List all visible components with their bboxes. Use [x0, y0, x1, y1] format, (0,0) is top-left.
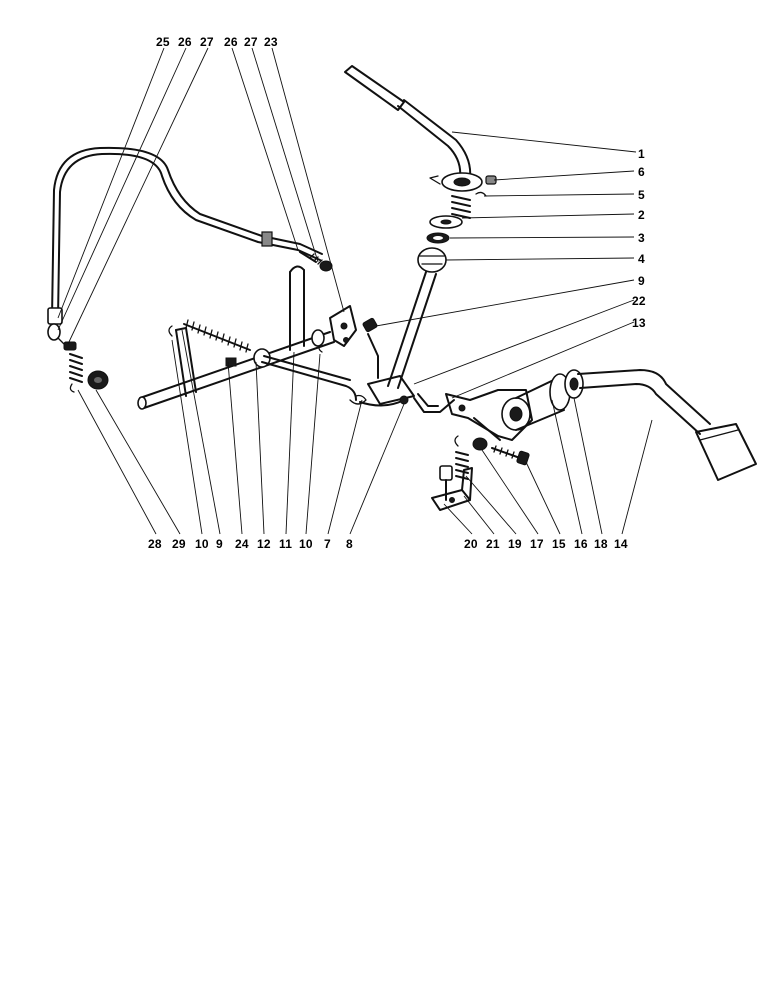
vertical-arm-part: [289, 265, 305, 351]
callout-13: 13: [632, 316, 646, 330]
callout-22: 22: [632, 294, 646, 308]
bracket-23: [329, 305, 357, 347]
nut-29: [87, 370, 109, 390]
tension-spring-24: [183, 319, 251, 353]
callout-26: 26: [178, 35, 192, 49]
cable-end-fitting-left: [47, 323, 77, 351]
clip-12: [225, 357, 237, 367]
anchor-bracket-21: [431, 467, 473, 511]
callout-29: 29: [172, 537, 186, 551]
callout-15: 15: [552, 537, 566, 551]
throttle-cable-part: [47, 146, 323, 325]
callout-10: 10: [299, 537, 313, 551]
callout-1: 1: [638, 147, 645, 161]
callout-24: 24: [235, 537, 249, 551]
callout-4: 4: [638, 252, 645, 266]
spring-19: [454, 417, 501, 480]
bolt-20: [439, 465, 453, 501]
split-pin-right: [318, 343, 323, 353]
ball-nut-part: [417, 247, 447, 273]
pedal-hub-16: [501, 373, 571, 431]
rod-7: [261, 355, 367, 405]
pedal-arm-14: [577, 369, 757, 481]
pedal-bracket-13: [445, 389, 533, 441]
callout-19: 19: [508, 537, 522, 551]
callout-26: 26: [224, 35, 238, 49]
callout-17: 17: [530, 537, 544, 551]
callout-9: 9: [638, 274, 645, 288]
connecting-rod-9: [362, 317, 379, 379]
clip-part: [475, 191, 487, 197]
return-spring-28: [69, 353, 83, 393]
ring-part: [426, 232, 450, 244]
split-pin-left: [168, 325, 173, 337]
callout-16: 16: [574, 537, 588, 551]
callout-27: 27: [244, 35, 258, 49]
nut-17: [472, 437, 488, 451]
lever-shaft-part: [387, 271, 437, 389]
callout-7: 7: [324, 537, 331, 551]
clevis-pin-8: [359, 395, 409, 407]
hand-lever-part: [344, 65, 472, 179]
lever-spring-part: [451, 195, 471, 219]
callout-27: 27: [200, 35, 214, 49]
leader-lines: [57, 47, 653, 535]
callout-2: 2: [638, 208, 645, 222]
callout-10: 10: [195, 537, 209, 551]
callout-20: 20: [464, 537, 478, 551]
washer-part: [429, 215, 463, 229]
callout-18: 18: [594, 537, 608, 551]
callout-3: 3: [638, 231, 645, 245]
callout-8: 8: [346, 537, 353, 551]
bolt-15: [491, 445, 530, 466]
callout-12: 12: [257, 537, 271, 551]
link-rod-22: [413, 393, 455, 413]
callout-14: 14: [614, 537, 628, 551]
callout-6: 6: [638, 165, 645, 179]
lever-base-plate: [367, 375, 415, 405]
cup-washer-part: [429, 172, 483, 192]
callout-25: 25: [156, 35, 170, 49]
callout-5: 5: [638, 188, 645, 202]
cable-end-fitting-right: [299, 251, 333, 272]
callout-23: 23: [264, 35, 278, 49]
left-arm-part: [175, 327, 197, 397]
callout-11: 11: [279, 537, 292, 551]
callout-21: 21: [486, 537, 500, 551]
callout-9: 9: [216, 537, 223, 551]
callout-28: 28: [148, 537, 162, 551]
